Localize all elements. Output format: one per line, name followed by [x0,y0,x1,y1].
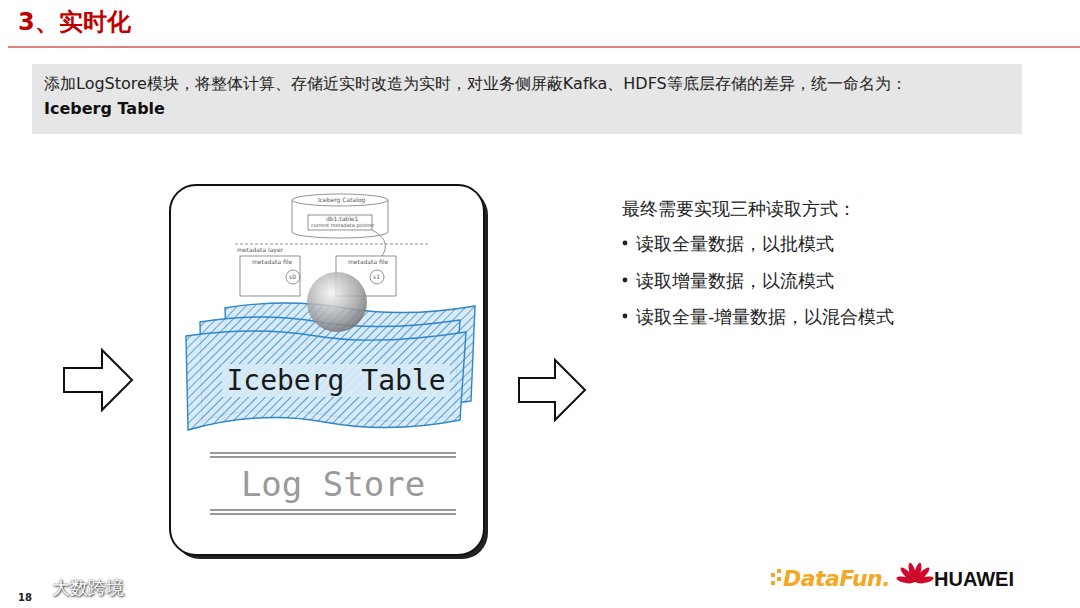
slide-title: 3、实时化 [18,6,131,38]
node-text: 添加LogStore模块，将整体计算、存储近实时改造为实时，对业务侧屏蔽Kafk… [44,72,1010,96]
sketch-label: Iceberg Catalog [318,196,365,203]
datafun-logo: DataFun. [783,566,890,591]
node-text: Iceberg Table [44,96,1010,122]
sketch-label: db1.table1 [326,215,358,222]
list-item: 读取全量数据，以批模式 [636,232,834,256]
input-arrow [64,350,132,410]
log-store-rails [210,453,456,514]
sketch-label: metadata file [348,258,388,265]
summary-banner: 添加LogStore模块，将整体计算、存储近实时改造为实时，对业务侧屏蔽Kafk… [32,64,1022,134]
log-store-band: Log Store [210,460,456,508]
node-text: Iceberg Table [222,364,449,397]
node-text: Log Store [241,464,425,504]
container-box [170,185,484,555]
sketch-label: s1 [373,273,380,280]
bullet-dots [623,241,628,319]
huawei-wordmark: HUAWEI [934,568,1014,591]
list-heading: 最终需要实现三种读取方式： [622,197,856,221]
watermark: 大数跨境 [52,576,124,600]
title-rule [8,46,1080,47]
datafun-mark [771,569,781,585]
iceberg-table-band: Iceberg Table [208,358,464,402]
iceberg-ball [307,272,367,332]
output-arrow [519,360,585,420]
huawei-logo [896,562,934,585]
sketch-label: metadata file [252,258,292,265]
sketch-label: metadata layer [237,246,283,253]
list-item: 读取全量-增量数据，以混合模式 [636,305,895,329]
page-number: 18 [18,592,32,603]
list-item: 读取增量数据，以流模式 [636,269,834,293]
sketch-label: current metadata pointer [311,222,374,228]
sketch-label: s0 [289,273,296,280]
